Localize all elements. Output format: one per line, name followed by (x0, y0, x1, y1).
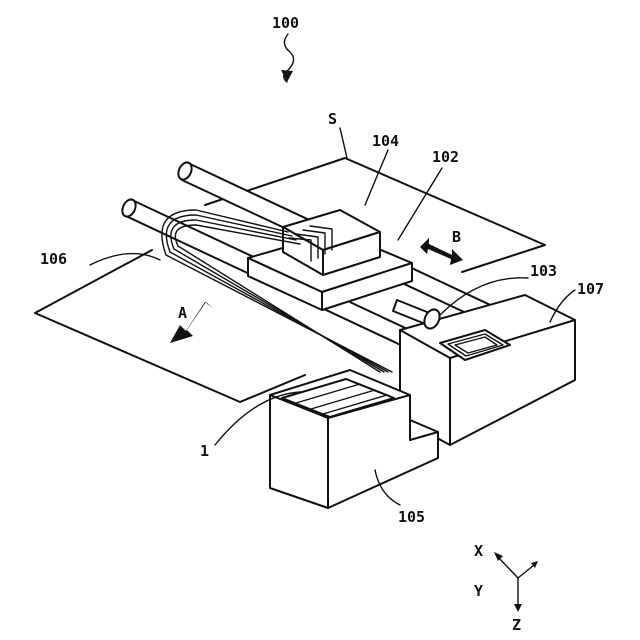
leader-100 (281, 34, 294, 82)
label-105: 105 (398, 508, 425, 526)
label-107: 107 (577, 280, 604, 298)
axis-label-x: X (474, 542, 483, 560)
axis-label-y: Y (474, 582, 483, 600)
arrow-a-icon (170, 302, 214, 343)
label-s: S (328, 110, 337, 128)
axis-label-z: Z (512, 616, 521, 634)
axis-glyph (494, 552, 538, 612)
label-102: 102 (432, 148, 459, 166)
label-b: B (452, 228, 461, 246)
label-104: 104 (372, 132, 399, 150)
label-103: 103 (530, 262, 557, 280)
label-1: 1 (200, 442, 209, 460)
label-a: A (178, 304, 187, 322)
label-106: 106 (40, 250, 67, 268)
label-100: 100 (272, 14, 299, 32)
